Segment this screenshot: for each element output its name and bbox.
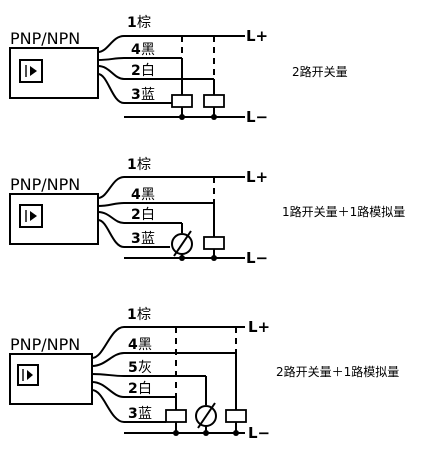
- load-resistor-icon: [171, 94, 193, 108]
- wire-number: 3: [128, 406, 138, 422]
- wire-color: 灰: [138, 360, 152, 376]
- load-resistor-icon: [165, 409, 187, 423]
- wire-color: 蓝: [141, 87, 155, 103]
- wire-color: 黑: [138, 337, 152, 353]
- wire-number: 2: [128, 381, 138, 397]
- wire-number: 3: [131, 231, 141, 247]
- wire-number: 3: [131, 87, 141, 103]
- wire-color: 蓝: [138, 406, 152, 422]
- wire-color: 棕: [137, 157, 151, 173]
- rail-negative: L−: [248, 424, 270, 442]
- wire-color: 白: [141, 63, 155, 79]
- sensor-symbol-icon: [17, 364, 39, 386]
- sensor-body: [9, 353, 93, 405]
- rail-negative: L−: [246, 108, 268, 126]
- sensor-label: PNP/NPN: [10, 335, 80, 354]
- wire-number: 4: [128, 337, 138, 353]
- diagram-description: 2路开关量: [292, 64, 348, 79]
- wire-number: 2: [131, 63, 141, 79]
- rail-positive: L+: [246, 168, 268, 186]
- analog-meter-icon: [171, 230, 193, 257]
- load-resistor-icon: [225, 409, 247, 423]
- sensor-symbol-icon: [19, 204, 43, 228]
- wire-number: 4: [131, 42, 141, 58]
- load-resistor-icon: [203, 236, 225, 250]
- rail-negative: L−: [246, 249, 268, 267]
- rail-positive: L+: [248, 318, 270, 336]
- diagram-3: PNP/NPN 1 棕 4: [9, 307, 399, 442]
- sensor-body: [9, 47, 99, 99]
- diagram-description: 2路开关量＋1路模拟量: [276, 364, 399, 379]
- wire-color: 棕: [137, 15, 151, 31]
- wire-number: 1: [127, 307, 137, 323]
- wire-number: 1: [127, 15, 137, 31]
- sensor-symbol-icon: [19, 59, 43, 83]
- diagram-1: PNP/NPN 1 棕 4 黑 2 白 3 蓝 L+: [9, 15, 348, 126]
- wire-color: 棕: [137, 307, 151, 323]
- wire-color: 蓝: [141, 231, 155, 247]
- wire-number: 2: [131, 207, 141, 223]
- rail-positive: L+: [246, 27, 268, 45]
- wire-color: 白: [141, 207, 155, 223]
- wire-color: 黑: [141, 187, 155, 203]
- diagram-description: 1路开关量＋1路模拟量: [282, 204, 405, 219]
- wire-number: 4: [131, 187, 141, 203]
- diagram-2: PNP/NPN 1 棕 4 黑 2 白 3 蓝: [9, 157, 405, 267]
- load-resistor-icon: [203, 94, 225, 108]
- sensor-label: PNP/NPN: [10, 175, 80, 194]
- wire-number: 1: [127, 157, 137, 173]
- sensor-body: [9, 193, 99, 245]
- sensor-label: PNP/NPN: [10, 29, 80, 48]
- analog-meter-icon: [195, 402, 217, 429]
- wire-color: 白: [138, 381, 152, 397]
- wire-color: 黑: [141, 42, 155, 58]
- wire-number: 5: [128, 360, 138, 376]
